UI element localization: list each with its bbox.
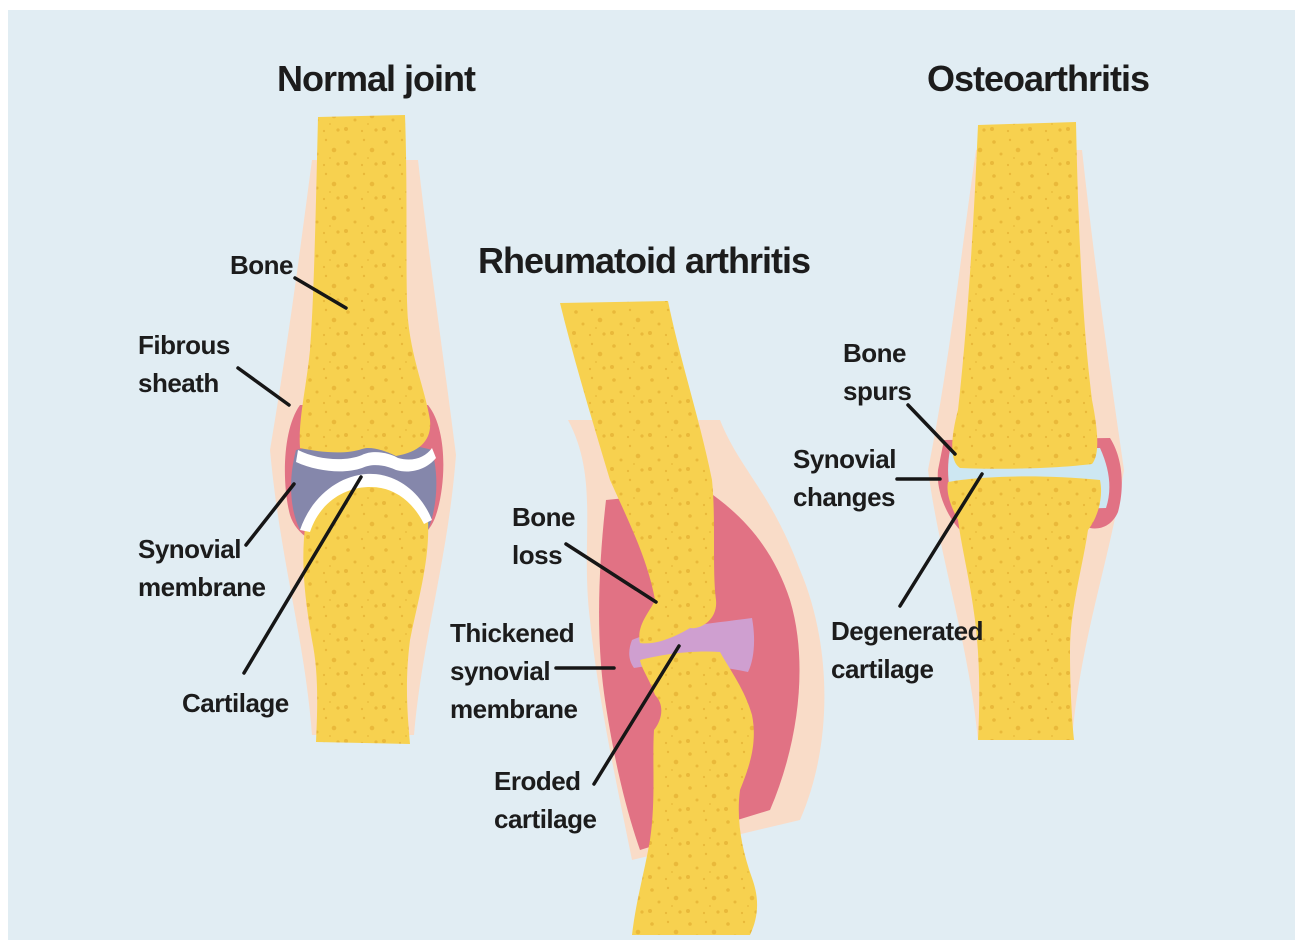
rheumatoid-joint <box>560 301 824 935</box>
label-synovial-changes: Synovial changes <box>793 440 896 516</box>
label-cartilage: Cartilage <box>182 684 289 722</box>
label-fibrous-sheath: Fibrous sheath <box>138 326 230 402</box>
label-bone-spurs: Bone spurs <box>843 334 911 410</box>
label-degenerated-cartilage: Degenerated cartilage <box>831 612 983 688</box>
label-bone-loss: Bone loss <box>512 498 575 574</box>
label-eroded-cartilage: Eroded cartilage <box>494 762 596 838</box>
osteoarthritis-title: Osteoarthritis <box>927 58 1149 100</box>
label-synovial-membrane: Synovial membrane <box>138 530 266 606</box>
label-thickened-synovial-membrane: Thickened synovial membrane <box>450 614 578 728</box>
normal-joint <box>270 115 456 744</box>
label-bone: Bone <box>230 246 293 284</box>
normal-joint-title: Normal joint <box>277 58 475 100</box>
rheumatoid-arthritis-title: Rheumatoid arthritis <box>478 240 810 282</box>
